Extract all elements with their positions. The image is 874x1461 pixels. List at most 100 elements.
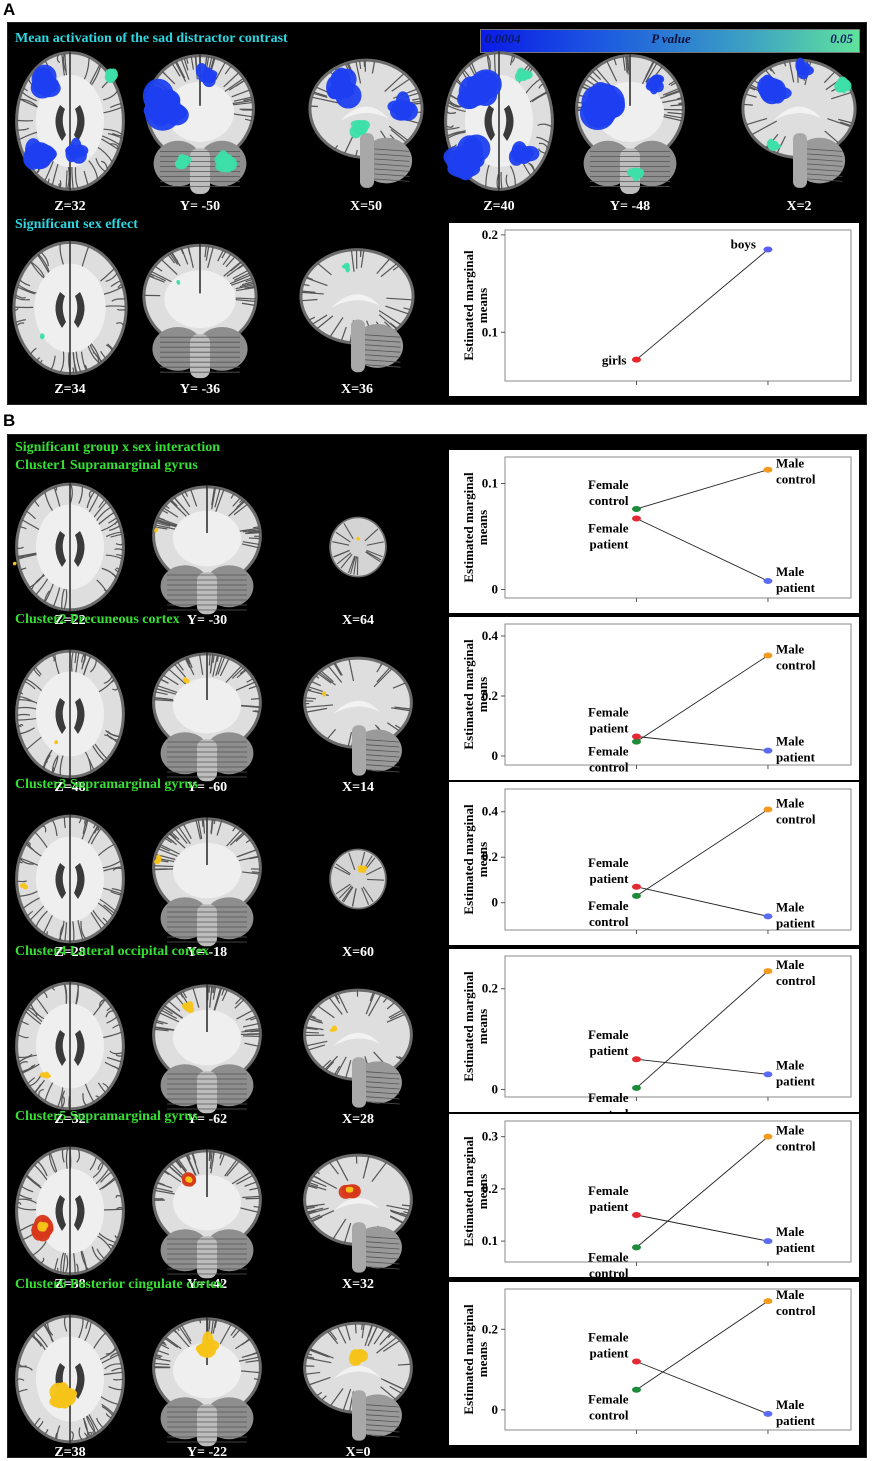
female-control-point — [631, 892, 641, 899]
brain-slice-a2-3 — [299, 248, 415, 373]
plot-frame — [504, 1120, 852, 1263]
brain-slice-a1-2 — [142, 54, 255, 194]
brain-slice-c4-2 — [152, 984, 262, 1114]
cluster-6-title: Cluster6 Posterior cingulate cortex — [15, 1277, 224, 1292]
brain-slice-c3-3 — [329, 848, 387, 910]
female-control-point — [631, 738, 641, 745]
female-patient-point — [631, 1056, 641, 1063]
y-axis-label: Estimated marginalmeans — [461, 472, 490, 583]
female-control-point — [631, 1244, 641, 1251]
series-line — [636, 518, 769, 582]
y-tick-label: 0 — [492, 748, 499, 763]
y-tick-label: 0.3 — [482, 1129, 499, 1144]
brain-slice-c1-3 — [329, 516, 387, 578]
coord-label-a1-2: Y= -50 — [179, 199, 221, 214]
male-control-point — [763, 968, 773, 975]
brain-slice-a2-1 — [12, 240, 128, 376]
coord-label-c2-3: X=14 — [341, 780, 375, 795]
series-line — [636, 886, 769, 917]
brain-slice-c6-1 — [15, 1314, 125, 1444]
series-line — [636, 469, 769, 510]
series-line — [636, 1300, 769, 1391]
brain-slice-c4-1 — [15, 981, 125, 1111]
female-control-point — [631, 1084, 641, 1091]
panel-a-heading-mean-activation: Mean activation of the sad distractor co… — [15, 31, 288, 46]
male-patient-point — [763, 913, 773, 920]
male-patient-point — [763, 1238, 773, 1245]
series-line — [636, 1136, 769, 1248]
male-control-point — [763, 1133, 773, 1140]
y-axis-label: Estimated marginalmeans — [461, 250, 490, 361]
coord-label-c6-1: Z=38 — [54, 1445, 86, 1458]
male-patient-point — [763, 1410, 773, 1417]
coord-label-c4-2: Y= -62 — [186, 1112, 228, 1127]
series-line — [636, 1058, 769, 1075]
panel-a: Mean activation of the sad distractor co… — [7, 22, 867, 405]
coord-label-a1-1: Z=32 — [54, 199, 86, 214]
boys-point — [763, 246, 773, 253]
p-value-colorbar: 0.0004 P value 0.05 — [480, 29, 860, 53]
brain-slice-a1-6 — [741, 57, 857, 188]
y-tick-label: 0.4 — [482, 628, 499, 643]
female-patient-point — [631, 1358, 641, 1365]
brain-slice-a1-5 — [575, 54, 685, 194]
y-tick-label: 0 — [492, 582, 499, 597]
plot-frame — [504, 456, 852, 599]
female-patient-point — [631, 733, 641, 740]
y-tick-label: 0.2 — [482, 1181, 498, 1196]
coord-label-c4-1: Z=32 — [54, 1112, 86, 1127]
coord-label-c2-1: Z=48 — [54, 780, 86, 795]
y-tick-label: 0.4 — [482, 804, 499, 819]
y-axis-label: Estimated marginalmeans — [461, 971, 490, 1082]
y-tick-label: 0.1 — [482, 324, 498, 339]
y-tick-label: 0.2 — [482, 227, 498, 242]
y-axis-label: Estimated marginalmeans — [461, 1136, 490, 1247]
colorbar-min-label: 0.0004 — [485, 31, 521, 46]
panel-letter-b: B — [3, 411, 16, 430]
female-patient-point — [631, 515, 641, 522]
brain-slice-a1-1 — [15, 51, 125, 191]
brain-slice-c3-1 — [15, 814, 125, 944]
brain-slice-a1-3 — [308, 58, 424, 188]
girls-point — [631, 356, 641, 363]
coord-label-c3-3: X=60 — [341, 945, 375, 960]
coord-label-a2-1: Z=34 — [54, 382, 86, 397]
male-patient-point — [763, 747, 773, 754]
y-tick-label: 0.2 — [482, 688, 498, 703]
plot-frame — [504, 788, 852, 931]
brain-slice-c1-1 — [12, 482, 125, 612]
male-control-point — [763, 806, 773, 813]
colorbar-max-label: 0.05 — [830, 31, 853, 46]
cluster-3-title: Cluster3 Supramarginal gyrus — [15, 777, 198, 792]
series-line — [636, 655, 769, 742]
panel-b: Significant group x sex interaction Clus… — [7, 434, 867, 1458]
y-tick-label: 0.2 — [482, 981, 498, 996]
brain-slice-c5-2 — [152, 1149, 262, 1279]
coord-label-c1-3: X=64 — [341, 613, 375, 628]
cluster-2-title: Cluster2 Precuneous cortex — [15, 612, 180, 627]
y-axis-label: Estimated marginalmeans — [461, 804, 490, 915]
colorbar-title: P value — [651, 31, 691, 46]
brain-slice-c1-2 — [152, 485, 262, 615]
cluster-4-title: Cluster4 Lateral occipital cortex — [15, 944, 209, 959]
